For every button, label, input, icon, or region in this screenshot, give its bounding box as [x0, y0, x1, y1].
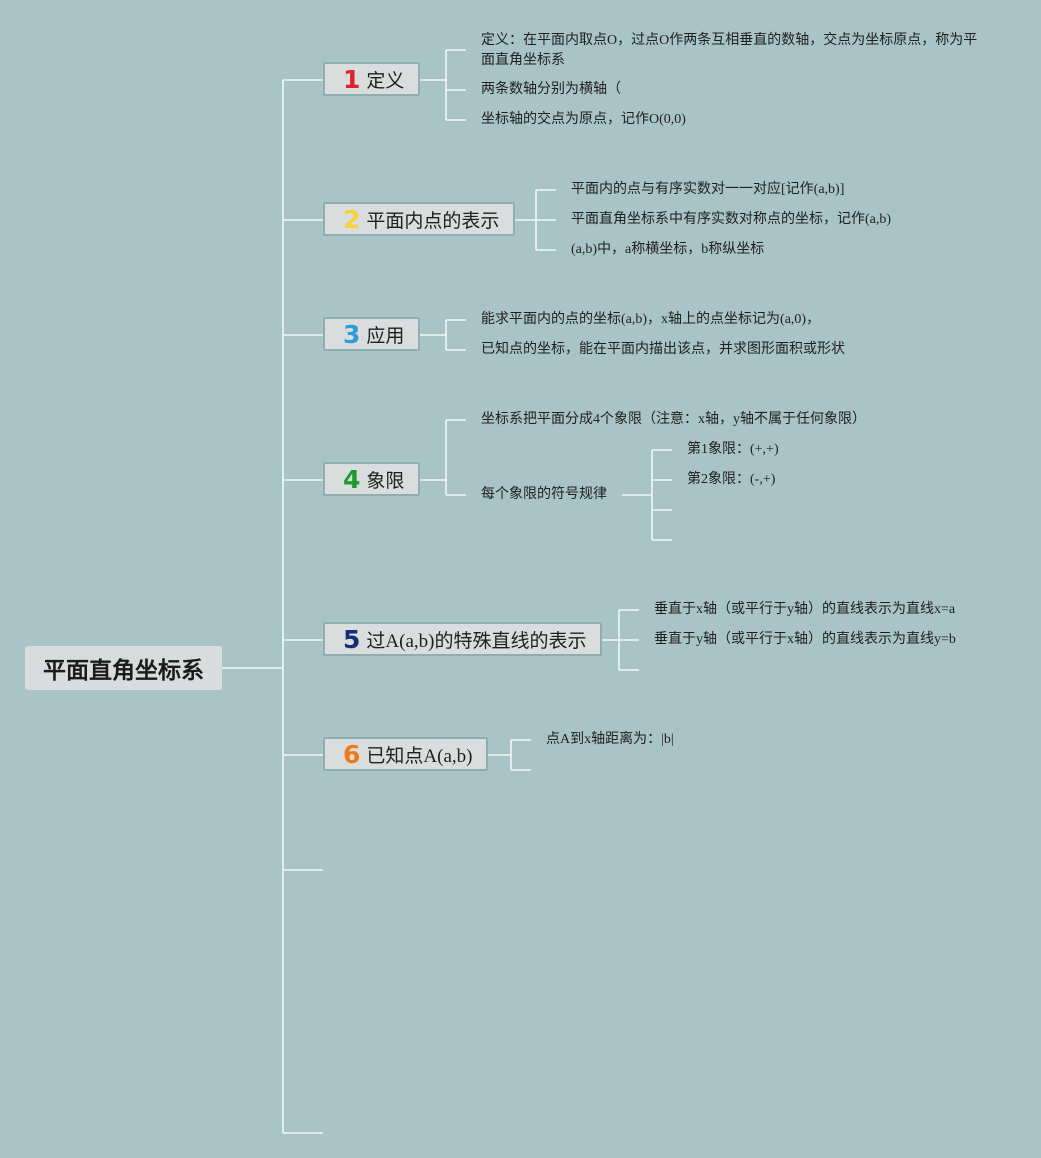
- subleaf-4-2-1: 第1象限：(+,+): [687, 442, 779, 457]
- leaf-6-1: 点A到x轴距离为：|b|: [546, 732, 674, 747]
- number-2-icon: 2: [343, 204, 361, 234]
- leaf-5-2: 垂直于y轴（或平行于x轴）的直线表示为直线y=b: [654, 632, 956, 647]
- branch-6-known-point[interactable]: 6 已知点A(a,b): [323, 737, 489, 771]
- leaf-5-1: 垂直于x轴（或平行于y轴）的直线表示为直线x=a: [654, 602, 956, 617]
- number-3-icon: 3: [343, 319, 361, 349]
- leaf-2-1: 平面内的点与有序实数对一一对应[记作(a,b)]: [571, 182, 845, 197]
- leaf-2-2: 平面直角坐标系中有序实数对称点的坐标，记作(a,b): [571, 212, 892, 227]
- leaf-1-2: 两条数轴分别为横轴（: [481, 82, 621, 97]
- branch-5-special-lines[interactable]: 5 过A(a,b)的特殊直线的表示: [323, 622, 603, 656]
- leaf-4-2: 每个象限的符号规律: [481, 487, 607, 502]
- leaf-1-1: 定义：在平面内取点O，过点O作两条互相垂直的数轴，交点为坐标原点，称为平面直角坐…: [481, 33, 978, 68]
- number-1-icon: 1: [343, 64, 361, 94]
- branch-label: 过A(a,b)的特殊直线的表示: [366, 630, 587, 652]
- number-4-icon: 4: [343, 464, 361, 494]
- branch-label: 象限: [366, 470, 405, 492]
- branch-label: 平面内点的表示: [366, 210, 500, 232]
- root-node[interactable]: 平面直角坐标系: [25, 646, 222, 690]
- branch-1-definition[interactable]: 1 定义: [323, 62, 421, 96]
- leaf-2-3: (a,b)中，a称横坐标，b称纵坐标: [571, 242, 765, 257]
- subleaf-4-2-2: 第2象限：(-,+): [687, 472, 776, 487]
- leaf-1-3: 坐标轴的交点为原点，记作O(0,0): [481, 112, 686, 127]
- branch-4-quadrants[interactable]: 4 象限: [323, 462, 421, 496]
- number-6-icon: 6: [343, 739, 361, 769]
- leaf-3-2: 已知点的坐标，能在平面内描出该点，并求图形面积或形状: [481, 342, 845, 357]
- branch-3-application[interactable]: 3 应用: [323, 317, 421, 351]
- branch-label: 定义: [366, 70, 405, 92]
- number-5-icon: 5: [343, 624, 361, 654]
- branch-2-point-representation[interactable]: 2 平面内点的表示: [323, 202, 516, 236]
- leaf-4-1: 坐标系把平面分成4个象限（注意：x轴，y轴不属于任何象限）: [481, 412, 866, 427]
- leaf-3-1: 能求平面内的点的坐标(a,b)，x轴上的点坐标记为(a,0)，: [481, 312, 821, 327]
- branch-label: 应用: [366, 325, 405, 347]
- root-label: 平面直角坐标系: [43, 658, 204, 684]
- branch-label: 已知点A(a,b): [366, 745, 473, 767]
